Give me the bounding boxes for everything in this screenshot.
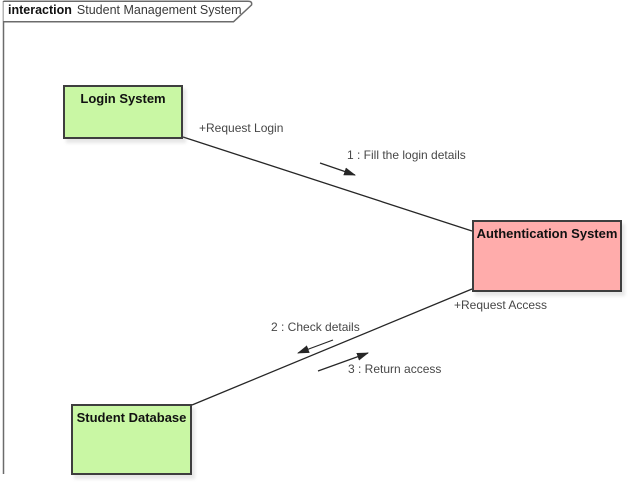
message-1-label: 1 : Fill the login details [347,148,466,162]
node-student-database-title: Student Database [76,410,187,425]
frame-title: Student Management System [76,3,242,17]
frame-keyword: interaction [8,3,72,17]
node-authentication-system[interactable]: Authentication System [472,220,622,292]
message-1-direction-arrow-icon [319,162,356,176]
message-3-direction-arrow-icon [317,352,369,372]
message-2-label: 2 : Check details [271,320,360,334]
association-label-request-access: +Request Access [454,298,548,312]
frame-label: interaction Student Management System [8,3,242,17]
node-login-system-title: Login System [80,91,166,106]
node-student-database[interactable]: Student Database [71,404,192,475]
connector-login-auth[interactable] [182,136,473,232]
connector-database-auth[interactable] [191,288,473,406]
association-label-request-login: +Request Login [199,121,284,135]
message-2-direction-arrow-icon [297,339,334,354]
node-login-system[interactable]: Login System [63,85,183,139]
frame-label-pentagon [3,0,253,23]
node-authentication-system-title: Authentication System [476,226,618,241]
message-3-label: 3 : Return access [348,362,442,376]
